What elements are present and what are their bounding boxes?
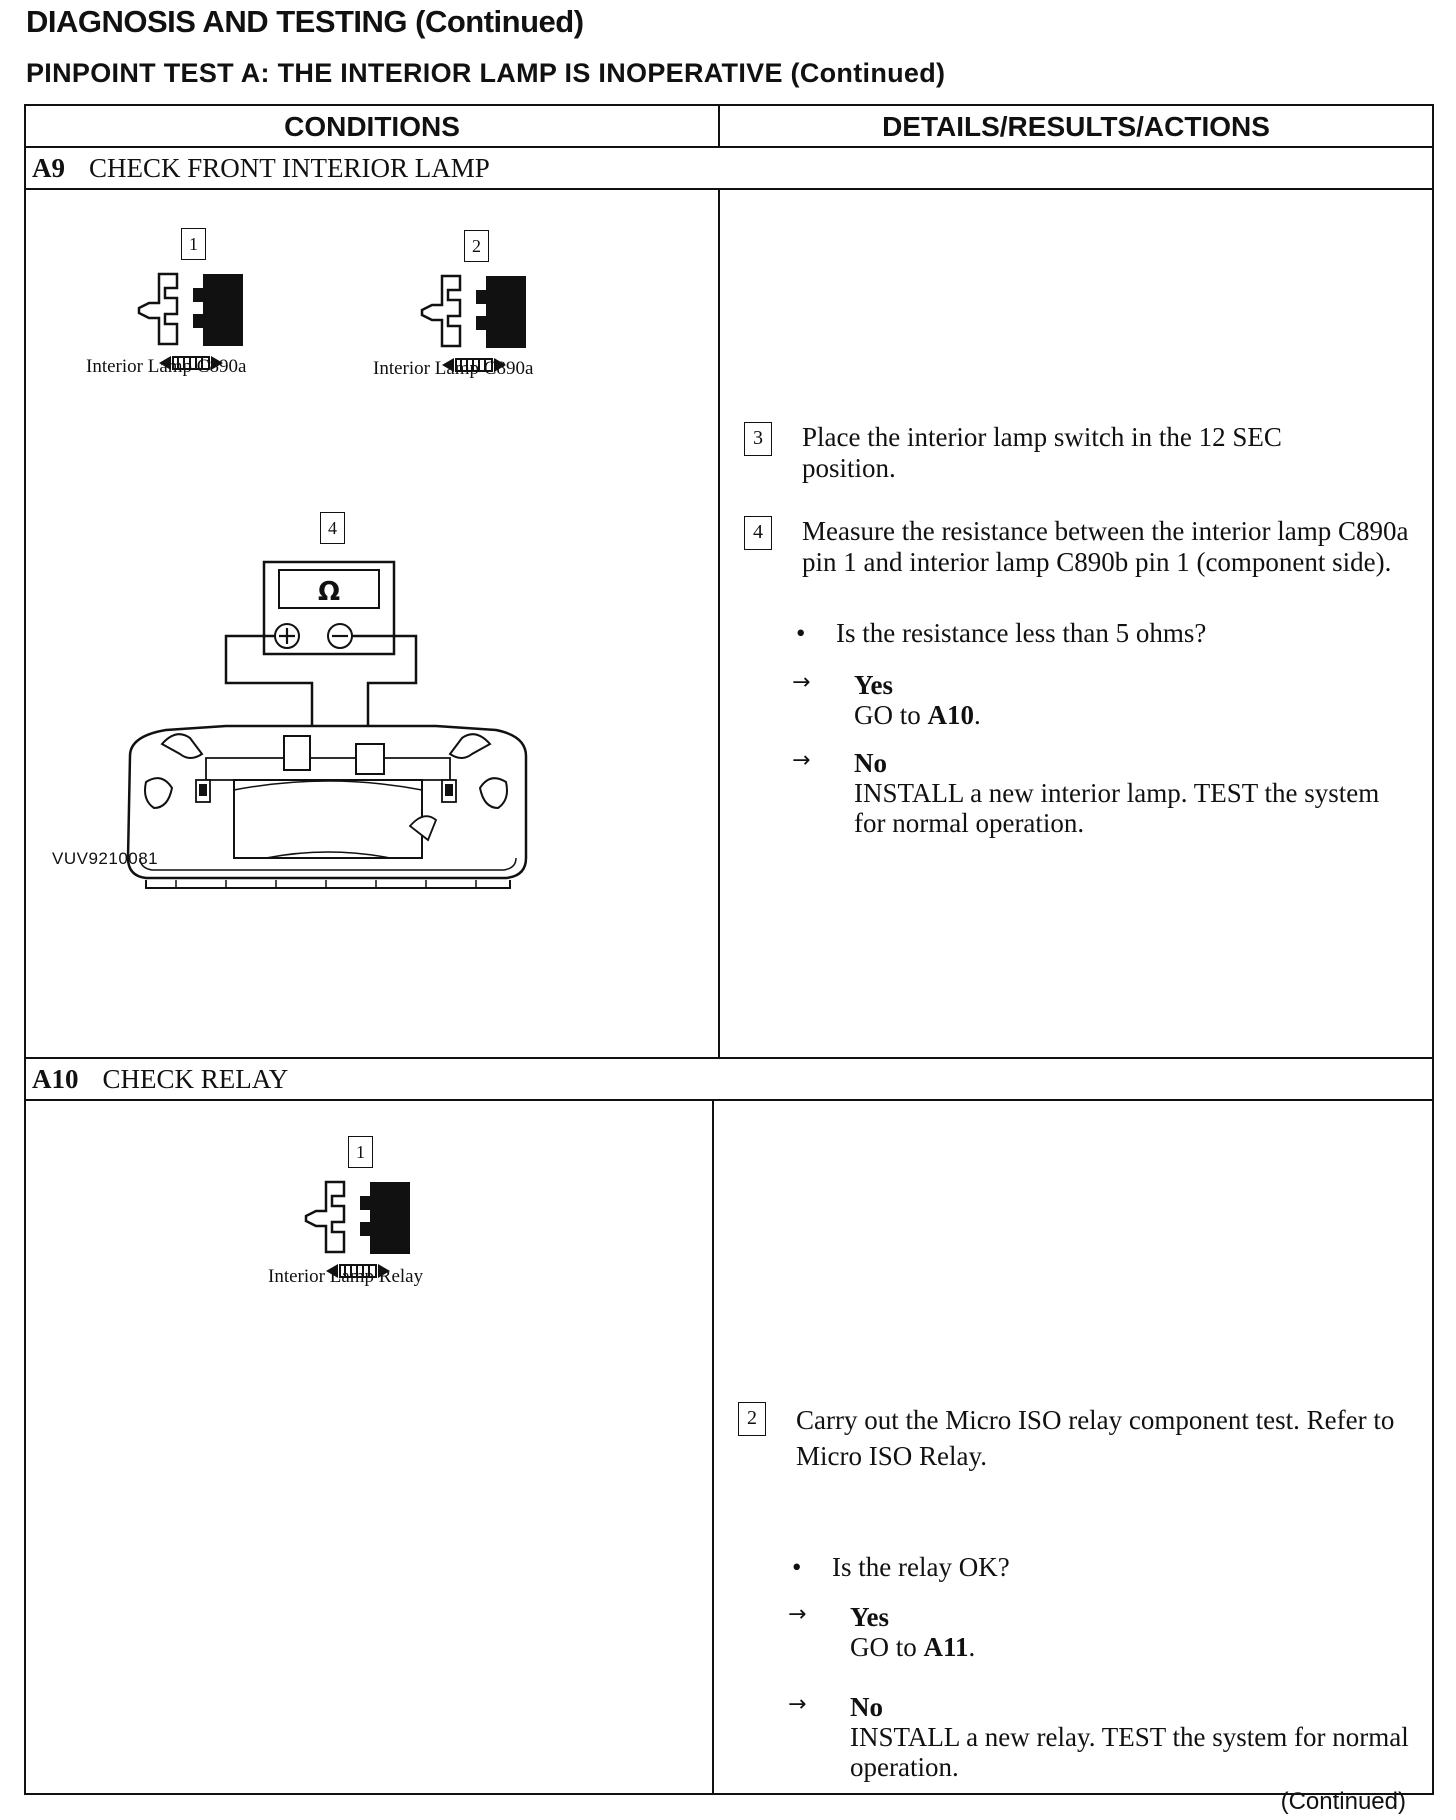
header-column-divider	[718, 106, 720, 146]
a9-yes-label: Yes	[854, 670, 893, 700]
a9-fig4-number-box: 4	[320, 512, 345, 544]
a10-no-result: → No INSTALL a new relay. TEST the syste…	[788, 1692, 1418, 1782]
a10-row-title: A10 CHECK RELAY	[32, 1059, 288, 1099]
header-divider	[26, 146, 1432, 148]
a9-row-title: A9 CHECK FRONT INTERIOR LAMP	[32, 148, 490, 188]
a10-column-divider	[712, 1099, 714, 1794]
a9-ohmmeter-lamp-diagram: Ω	[126, 560, 528, 889]
a10-step-2: 2 Carry out the Micro ISO relay componen…	[738, 1402, 1428, 1482]
a10-top-divider	[26, 1057, 1432, 1059]
a10-step-id: A10	[32, 1064, 79, 1094]
a9-step-3-number-box: 3	[744, 422, 772, 456]
a9-connector-disconnect-icon-1	[137, 272, 243, 370]
a9-fig2-label: Interior Lamp C890a	[373, 358, 534, 379]
page-title: DIAGNOSIS AND TESTING (Continued)	[26, 4, 584, 39]
a9-step-title: CHECK FRONT INTERIOR LAMP	[89, 153, 490, 183]
a9-column-divider	[718, 188, 720, 1057]
pinpoint-test-title: PINPOINT TEST A: THE INTERIOR LAMP IS IN…	[26, 58, 946, 88]
a9-title-divider	[26, 188, 1432, 190]
a9-question: •Is the resistance less than 5 ohms?	[796, 618, 1207, 648]
a10-fig1-label: Interior Lamp Relay	[268, 1266, 424, 1287]
a9-yes-result: → Yes GO to A10.	[792, 670, 981, 730]
details-column-header: DETAILS/RESULTS/ACTIONS	[882, 111, 1270, 142]
a9-step-3-text: Place the interior lamp switch in the 12…	[802, 422, 1282, 483]
a9-no-action: INSTALL a new interior lamp. TEST the sy…	[854, 778, 1380, 838]
a10-yes-result: → Yes GO to A11.	[788, 1602, 976, 1662]
a10-no-action: INSTALL a new relay. TEST the system for…	[850, 1722, 1409, 1782]
continued-footer: (Continued)	[1280, 1788, 1406, 1815]
a9-figure-id: VUV9210081	[52, 849, 159, 868]
ohm-symbol: Ω	[318, 577, 340, 607]
a10-relay-connector-disconnect-icon	[304, 1180, 410, 1278]
a9-step-id: A9	[32, 153, 65, 183]
conditions-column-header: CONDITIONS	[284, 111, 460, 142]
a9-step-3: 3 Place the interior lamp switch in the …	[744, 422, 1414, 492]
a10-step-title: CHECK RELAY	[102, 1064, 289, 1094]
a10-yes-target: A11	[923, 1632, 969, 1662]
yes-arrow-icon: →	[788, 1602, 807, 1627]
a10-yes-label: Yes	[850, 1602, 889, 1632]
a9-step-4-text: Measure the resistance between the inter…	[802, 516, 1409, 577]
a10-step-2-number-box: 2	[738, 1402, 766, 1436]
a9-no-result: → No INSTALL a new interior lamp. TEST t…	[792, 748, 1412, 838]
a10-step-2-text: Carry out the Micro ISO relay component …	[796, 1405, 1395, 1471]
yes-arrow-icon: →	[792, 670, 811, 695]
a9-step-4: 4 Measure the resistance between the int…	[744, 516, 1414, 616]
a9-yes-target: A10	[927, 700, 975, 730]
no-arrow-icon: →	[788, 1692, 807, 1717]
a9-fig1-number-box: 1	[181, 228, 206, 260]
a9-fig2-number-box: 2	[464, 230, 489, 262]
a10-title-divider	[26, 1099, 1432, 1101]
a9-no-label: No	[854, 748, 887, 778]
a10-question: •Is the relay OK?	[792, 1552, 1010, 1582]
a10-no-label: No	[850, 1692, 883, 1722]
a10-fig1-number-box: 1	[348, 1136, 373, 1168]
a9-step-4-number-box: 4	[744, 516, 772, 550]
a9-connector-disconnect-icon-2	[420, 274, 526, 372]
no-arrow-icon: →	[792, 748, 811, 773]
ohmmeter-display	[278, 569, 380, 609]
a9-fig1-label: Interior Lamp C890a	[86, 356, 247, 377]
